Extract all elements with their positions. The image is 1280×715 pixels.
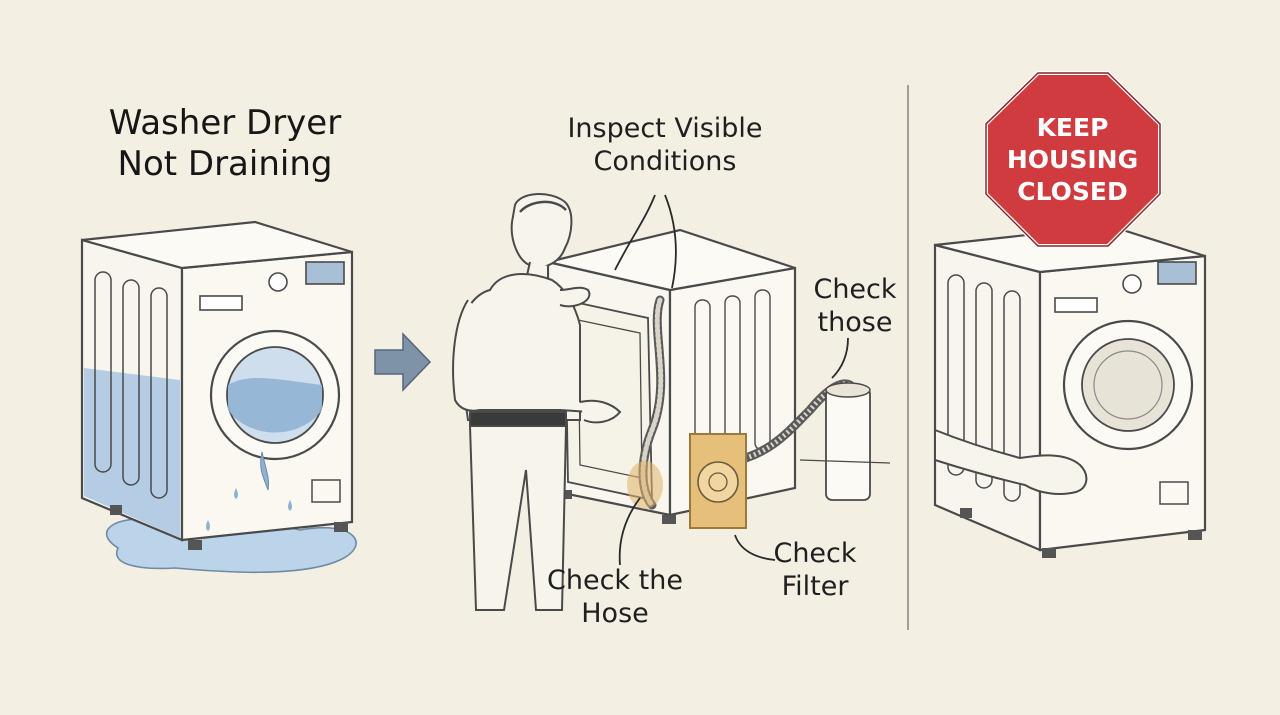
check-those-label: Check those: [813, 274, 897, 338]
water-fill: [84, 368, 180, 538]
control-knob: [268, 272, 288, 292]
arrow-right-icon: [374, 332, 432, 392]
stop-sign-text: KEEP HOUSING CLOSED: [1006, 113, 1139, 206]
check-filter-label: Check Filter: [773, 538, 857, 602]
closed-washer: [933, 224, 1207, 558]
display-screen: [305, 261, 345, 285]
inspect-conditions-label: Inspect Visible Conditions: [567, 113, 763, 177]
washer-top: [81, 220, 353, 270]
detergent-drawer: [199, 295, 243, 311]
hose-highlight: [627, 461, 663, 509]
standpipe: [825, 387, 871, 501]
diagram-title: Washer Dryer Not Draining: [108, 103, 342, 185]
technician-figure: [452, 193, 622, 611]
drain-filter: [697, 461, 739, 503]
check-hose-label: Check the Hose: [547, 565, 683, 629]
callout-lines: [614, 194, 849, 566]
hand: [934, 428, 1088, 495]
leaking-washer: [80, 220, 357, 574]
